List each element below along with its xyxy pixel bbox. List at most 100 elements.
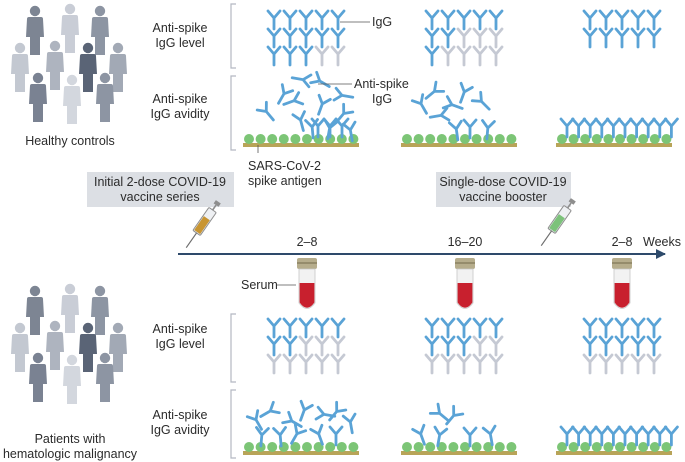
healthy-controls-people-icon [11, 3, 127, 124]
igg-antibody-icon [614, 317, 630, 339]
spike-antigen-bead [626, 134, 637, 144]
healthy-controls-label: Healthy controls [25, 134, 115, 148]
initial-vaccine-box: Initial 2-dose COVID-19 vaccine series [87, 172, 234, 207]
spike-antigen-bead [290, 134, 301, 144]
igg-antibody-icon [424, 9, 440, 31]
igg-callout: IgG [340, 15, 392, 29]
timeline-axis [178, 249, 666, 259]
igg-antibody-icon [472, 9, 488, 31]
spike-antigen-bead [267, 134, 278, 144]
igg-antibody-icon [424, 317, 440, 339]
serum-fill [457, 283, 473, 308]
booster-vaccine-line1: Single-dose COVID-19 [439, 175, 566, 189]
igg-antibody-icon [424, 27, 440, 49]
healthy-avidity-label-line2: IgG avidity [150, 107, 210, 121]
igg-antibody-icon [630, 353, 646, 375]
igg-antibody-icon [314, 317, 330, 339]
serum-tubes [297, 258, 632, 309]
igg-antibody-icon [456, 317, 472, 339]
igg-antibody-icon [598, 335, 614, 357]
bound-antibody-icon [322, 117, 338, 139]
spike-antigen-bead [615, 442, 625, 452]
spike-antigen-bead [471, 442, 482, 452]
igg-antibody-icon [472, 27, 488, 49]
igg-antibody-icon [440, 27, 456, 49]
spike-antigen-bead [336, 442, 347, 452]
igg-antibody-icon [614, 335, 630, 357]
igg-antibody-icon [298, 353, 314, 375]
serum-tube-icon [612, 258, 632, 309]
anti-spike-callout-line1: Anti-spike [354, 77, 409, 91]
spike-antigen-bead [255, 134, 266, 144]
serum-fill [299, 283, 315, 308]
spike-antigen-bead [402, 442, 412, 452]
igg-antibody-icon [298, 27, 314, 49]
igg-callout-text: IgG [372, 15, 392, 29]
igg-antibody-icon [330, 353, 346, 375]
spike-antigen-bead [603, 134, 614, 144]
serum-tube-icon [297, 258, 317, 309]
spike-antigen-bead [278, 134, 289, 144]
igg-antibody-icon [424, 335, 440, 357]
spike-antigen-bead [471, 134, 482, 144]
spike-antigen-bead [267, 442, 278, 452]
spike-antigen-bead [348, 134, 359, 144]
spike-antigen-bead [603, 442, 614, 452]
igg-antibody-icon [488, 317, 504, 339]
booster-vaccine-box: Single-dose COVID-19 vaccine booster [436, 172, 571, 207]
igg-antibody-icon [598, 353, 614, 375]
spike-antigen-bead [290, 442, 301, 452]
surface-bar [243, 143, 359, 147]
weeks-unit-label: Weeks [643, 235, 681, 249]
initial-syringe-icon [185, 200, 221, 249]
igg-antibody-icon [266, 353, 282, 375]
spike-antigen-bead [302, 134, 312, 144]
healthy-level-label-line2: IgG level [155, 36, 204, 50]
antigen-callout-line1: SARS-CoV-2 [248, 159, 321, 173]
spike-antigen-bead [568, 134, 579, 144]
igg-antibody-icon [440, 335, 456, 357]
spike-antigen-bead [448, 134, 459, 144]
igg-antibody-icon [472, 335, 488, 357]
igg-antibody-icon [424, 353, 440, 375]
surface-bar [401, 451, 517, 455]
igg-antibody-icon [472, 45, 488, 67]
spike-antigen-bead [568, 442, 579, 452]
spike-antigen-bead [244, 442, 254, 452]
patients-level-label-line2: IgG level [155, 337, 204, 351]
timepoint-1-label: 2–8 [297, 235, 318, 249]
igg-antibody-icon [440, 45, 456, 67]
spike-antigen-bead [649, 442, 660, 452]
igg-antibody-icon [614, 27, 630, 49]
igg-antibody-icon [440, 353, 456, 375]
igg-antibody-icon [282, 317, 298, 339]
booster-syringe-icon [540, 198, 576, 247]
spike-antigen-bead [425, 442, 436, 452]
igg-antibody-icon [646, 335, 662, 357]
spike-antigen-bead [483, 442, 494, 452]
igg-antibody-icon [440, 9, 456, 31]
spike-antigen-bead [649, 134, 660, 144]
tube-cap-ring [455, 262, 475, 264]
patients-level-label-line1: Anti-spike [153, 322, 208, 336]
igg-antibody-icon [298, 317, 314, 339]
igg-antibody-icon [582, 27, 598, 49]
spike-antigen-bead [580, 442, 591, 452]
spike-antigen-bead [557, 442, 567, 452]
igg-antibody-icon [630, 335, 646, 357]
spike-antigen-bead [661, 134, 672, 144]
spike-antigen-bead [325, 442, 336, 452]
igg-antibody-icon [582, 335, 598, 357]
spike-antigen-bead [494, 442, 505, 452]
antigen-callout-line2: spike antigen [248, 174, 322, 188]
patients-label-line2: hematologic malignancy [3, 447, 138, 461]
healthy-avidity-label-line1: Anti-spike [153, 92, 208, 106]
igg-antibody-icon [598, 9, 614, 31]
igg-antibody-icon [330, 27, 346, 49]
igg-antibody-icon [582, 317, 598, 339]
igg-antibody-icon [330, 335, 346, 357]
igg-antibody-icon [330, 45, 346, 67]
spike-antigen-bead [448, 442, 459, 452]
spike-antigen-bead [557, 134, 567, 144]
